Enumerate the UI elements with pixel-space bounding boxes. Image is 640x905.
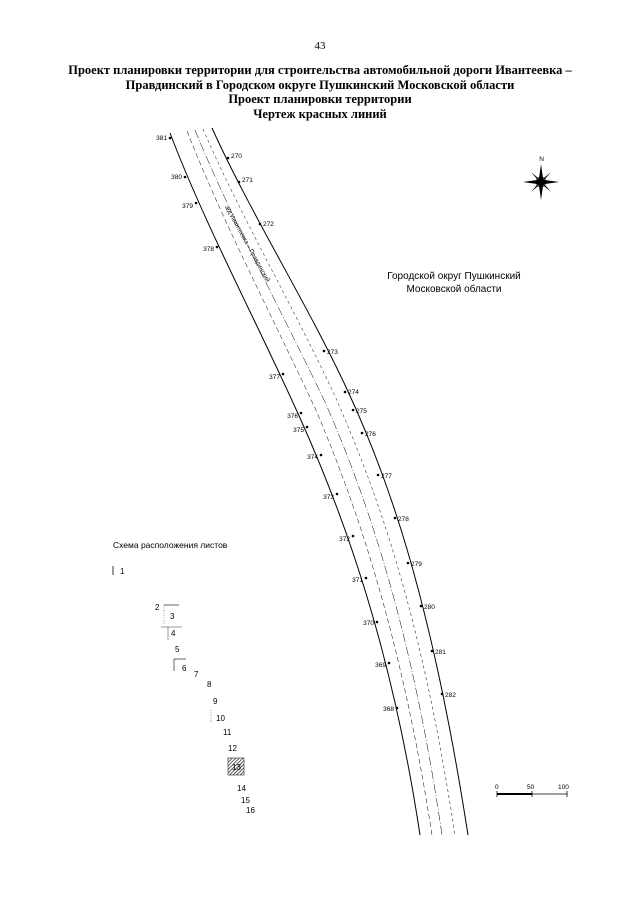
point-marker — [440, 692, 444, 696]
point-marker — [343, 390, 347, 394]
point-marker — [183, 175, 187, 179]
point-marker — [376, 473, 380, 477]
point-label: 274 — [348, 389, 359, 396]
point-marker — [351, 534, 355, 538]
point-marker — [237, 180, 241, 184]
point-label: 377 — [269, 374, 280, 381]
point-marker — [430, 649, 434, 653]
point-marker — [226, 156, 230, 160]
point-label: 378 — [203, 246, 214, 253]
sheet-number: 8 — [207, 680, 212, 689]
carriageway-edge-3 — [202, 128, 456, 836]
sheet-number: 15 — [241, 796, 250, 805]
sheet-number: 12 — [228, 744, 237, 753]
red-line-left — [169, 132, 421, 836]
sheet-number: 5 — [175, 645, 180, 654]
point-label: 373 — [323, 494, 334, 501]
sheet-number: 14 — [237, 784, 246, 793]
point-label: 282 — [445, 692, 456, 699]
sheet-number-current: 13 — [232, 763, 241, 772]
point-marker — [322, 349, 326, 353]
scale-tick-0: 0 — [495, 784, 499, 791]
point-label: 369 — [375, 662, 386, 669]
point-marker — [168, 136, 172, 140]
scale-tick-50: 50 — [527, 784, 535, 791]
point-label: 270 — [231, 153, 242, 160]
point-label: 280 — [424, 604, 435, 611]
title-line-2: Правдинский в Городском округе Пушкински… — [125, 77, 515, 92]
carriageway-edge-1 — [186, 130, 433, 836]
sheet-number: 6 — [182, 664, 187, 673]
sheet-number: 3 — [170, 612, 175, 621]
point-label: 281 — [435, 649, 446, 656]
point-label: 372 — [339, 536, 350, 543]
title-line-1: Проект планировки территории для строите… — [68, 63, 572, 77]
point-label: 277 — [381, 473, 392, 480]
point-marker — [351, 408, 355, 412]
point-marker — [305, 425, 309, 429]
point-marker — [299, 411, 303, 415]
point-label: 276 — [365, 431, 376, 438]
sheet-scheme: 1 2 3 4 5 6 7 8 9 10 11 12 13 14 15 16 — [112, 566, 255, 815]
carriageway-edge-2 — [194, 129, 443, 836]
north-arrow-icon: N — [523, 156, 559, 200]
points-left: 381 380 379 378 377 376 375 374 373 372 … — [156, 135, 399, 713]
point-marker — [387, 661, 391, 665]
point-marker — [393, 516, 397, 520]
point-label: 272 — [263, 221, 274, 228]
point-marker — [395, 706, 399, 710]
point-label: 375 — [293, 427, 304, 434]
point-label: 371 — [352, 577, 363, 584]
sheet-number: 10 — [216, 714, 225, 723]
point-marker — [406, 561, 410, 565]
point-marker — [419, 604, 423, 608]
point-marker — [364, 576, 368, 580]
point-label: 374 — [307, 454, 318, 461]
point-label: 376 — [287, 413, 298, 420]
point-marker — [319, 453, 323, 457]
point-marker — [335, 492, 339, 496]
title-line-3: Проект планировки территории — [228, 92, 412, 106]
point-marker — [194, 201, 198, 205]
point-label: 273 — [327, 349, 338, 356]
region-label-line-1: Городской округ Пушкинский — [387, 271, 521, 282]
points-right: 270 271 272 273 274 275 276 277 278 279 … — [226, 153, 456, 699]
scale-tick-100: 100 — [558, 784, 569, 791]
sheet-number: 9 — [213, 697, 218, 706]
point-marker — [360, 431, 364, 435]
sheet-number: 11 — [223, 728, 232, 737]
scheme-title: Схема расположения листов — [113, 540, 228, 550]
sheet-number: 1 — [120, 567, 125, 576]
sheet-number: 4 — [171, 629, 176, 638]
title-line-4: Чертеж красных линий — [253, 106, 387, 121]
point-label: 379 — [182, 203, 193, 210]
point-label: 380 — [171, 174, 182, 181]
point-marker — [281, 372, 285, 376]
region-label-line-2: Московской области — [406, 283, 501, 295]
point-label: 271 — [242, 177, 253, 184]
page-number: 43 — [314, 40, 326, 52]
point-label: 279 — [411, 561, 422, 568]
red-line-right — [211, 127, 469, 836]
current-sheet-highlight — [227, 757, 245, 776]
point-label: 370 — [363, 620, 374, 627]
sheet-number: 16 — [246, 806, 255, 815]
point-marker — [375, 620, 379, 624]
point-marker — [215, 245, 219, 249]
point-label: 278 — [398, 516, 409, 523]
point-label: 381 — [156, 135, 167, 142]
point-marker — [258, 222, 262, 226]
sheet-number: 2 — [155, 603, 160, 612]
title-block: Проект планировки территории для строите… — [40, 63, 600, 121]
sheet-number: 7 — [194, 670, 199, 679]
north-letter: N — [539, 156, 544, 163]
scale-bar: 0 50 100 — [495, 784, 569, 797]
point-label: 275 — [356, 408, 367, 415]
point-label: 368 — [383, 706, 394, 713]
